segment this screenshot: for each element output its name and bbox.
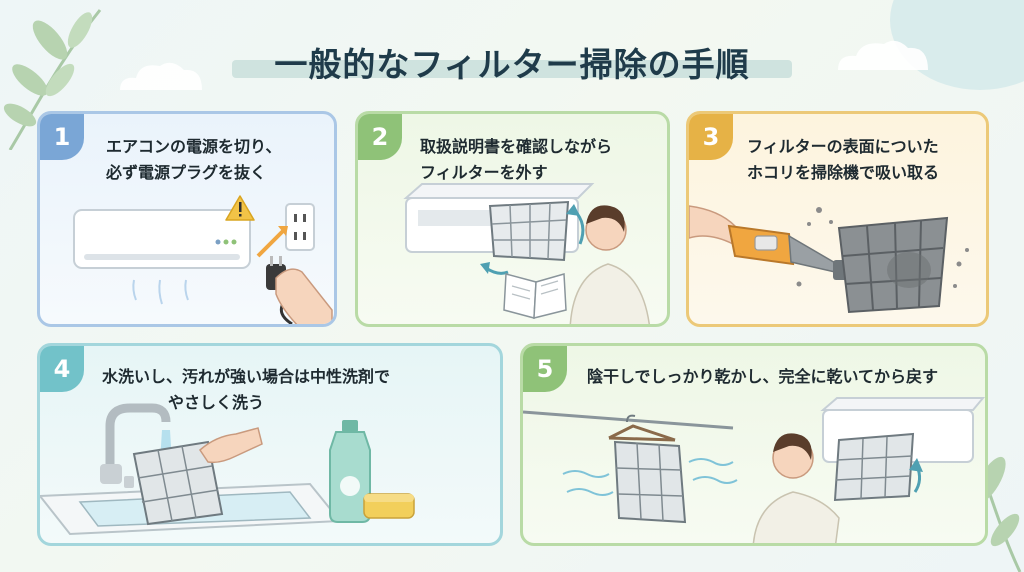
air-conditioner-icon [73,209,251,269]
filter-icon [833,432,915,502]
step-2-line-2: フィルターを外す [420,163,548,182]
step-3-text: フィルターの表面についた ホコリを掃除機で吸い取る [747,134,939,186]
title-highlight [232,60,792,78]
step-number-badge: 1 [40,114,84,160]
step-card-1: 1 エアコンの電源を切り、 必ず電源プラグを抜く [37,111,337,327]
unplug-illustration [73,195,333,324]
step-number-badge: 4 [40,346,84,392]
step-number-badge: 2 [358,114,402,160]
hanger-icon [608,414,676,442]
vacuum-illustration [689,205,969,314]
person-icon [752,433,840,543]
step-4-line-2: やさしく洗う [168,393,265,412]
step-card-5: 5 陰干しでしっかり乾かし、完全に乾いてから戻す [520,343,988,546]
vacuum-cleaner-icon [727,224,853,280]
step-1-line-1: エアコンの電源を切り、 [106,137,282,156]
filter-icon [613,440,687,524]
filter-icon [132,440,224,526]
step-2-text: 取扱説明書を確認しながら フィルターを外す [420,134,612,186]
cloud-decoration-right [838,40,928,70]
cloud-decoration-left [120,62,202,90]
manual-book-icon [503,273,567,319]
step-1-line-2: 必ず電源プラグを抜く [106,163,267,182]
detergent-bottle-icon [329,420,371,523]
warning-icon [225,195,255,221]
page-title: 一般的なフィルター掃除の手順 [274,45,750,84]
hand-icon [275,268,333,324]
title-banner: 一般的なフィルター掃除の手順 [232,38,792,84]
step-3-line-2: ホコリを掃除機で吸い取る [747,163,940,182]
remove-filter-illustration [403,183,650,324]
step-card-2: 2 取扱説明書を確認しながら フィルターを外す [355,111,670,327]
filter-icon [837,216,949,314]
drying-illustration [523,397,985,543]
step-1-text: エアコンの電源を切り、 必ず電源プラグを抜く [106,134,281,186]
step-number-badge: 5 [523,346,567,392]
filter-icon [488,200,570,262]
step-3-line-1: フィルターの表面についた [747,137,939,156]
step-number-badge: 3 [689,114,733,160]
step-5-text: 陰干しでしっかり乾かし、完全に乾いてから戻す [587,364,938,390]
step-card-4: 4 水洗いし、汚れが強い場合は中性洗剤で やさしく洗う [37,343,503,546]
leaf-decoration-left [3,9,102,150]
step-4-text: 水洗いし、汚れが強い場合は中性洗剤で やさしく洗う [102,364,390,416]
hand-icon [199,427,263,464]
step-card-3: 3 フィルターの表面についた ホコリを掃除機で吸い取る [686,111,989,327]
power-outlet-icon [285,203,315,251]
sponge-icon [363,493,415,519]
step-5-line-1: 陰干しでしっかり乾かし、完全に乾いてから戻す [587,367,939,386]
step-2-line-1: 取扱説明書を確認しながら [420,137,613,156]
person-icon [569,205,650,324]
step-4-line-1: 水洗いし、汚れが強い場合は中性洗剤で [102,367,391,386]
faucet-icon [100,403,171,488]
washing-illustration [40,403,415,536]
